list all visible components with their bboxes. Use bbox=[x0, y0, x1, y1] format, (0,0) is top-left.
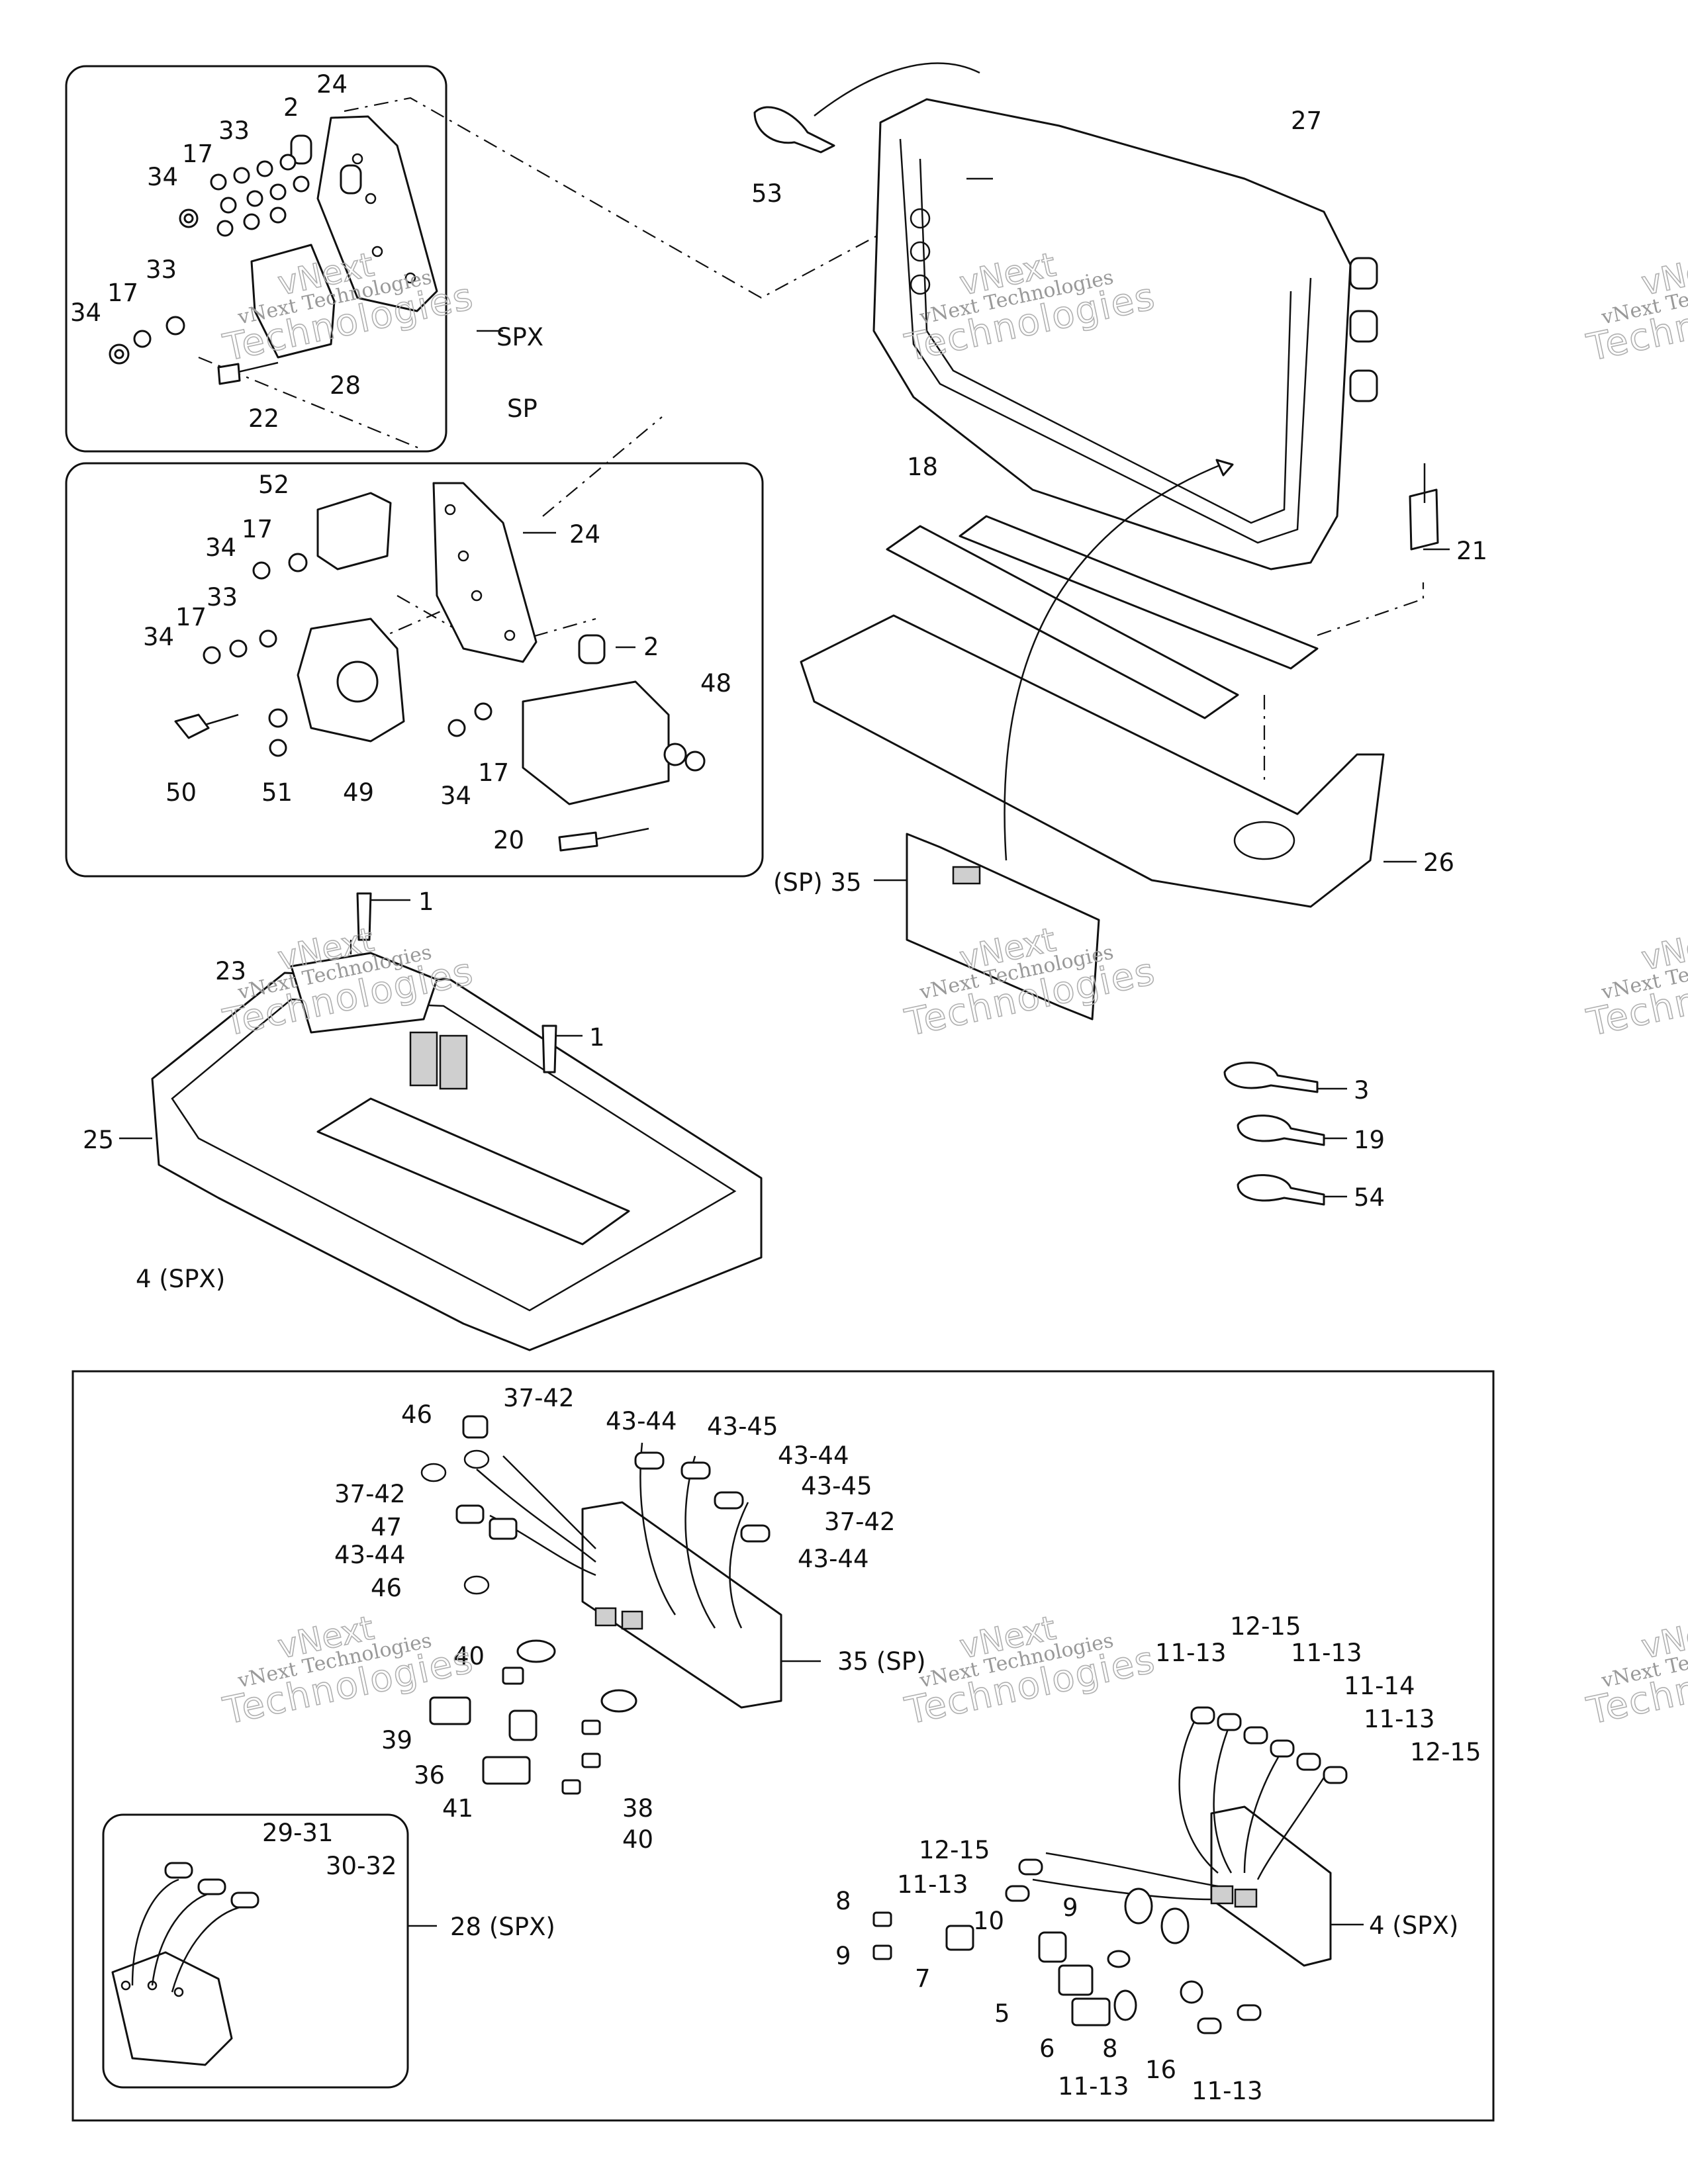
callout-17: 17 bbox=[242, 515, 273, 543]
watermarks: vNext vNext Technologies Technologies vN… bbox=[219, 245, 1688, 1734]
upper-right-parts bbox=[753, 62, 1439, 1021]
callout-12-15: 12-15 bbox=[1230, 1612, 1301, 1641]
callout-37-42: 37-42 bbox=[503, 1384, 575, 1412]
callout-28: 28 bbox=[330, 371, 361, 400]
callout-20: 20 bbox=[493, 826, 524, 854]
callout-sp: SP bbox=[507, 394, 538, 423]
callout-43-44: 43-44 bbox=[606, 1407, 677, 1435]
callout-11-13: 11-13 bbox=[1155, 1639, 1227, 1667]
callout-24: 24 bbox=[569, 520, 600, 549]
harness-35 bbox=[420, 1415, 782, 1795]
callout-12-15: 12-15 bbox=[1410, 1738, 1481, 1766]
callout-35-sp: 35 (SP) bbox=[837, 1647, 926, 1676]
callout-39: 39 bbox=[381, 1726, 412, 1754]
callout-27: 27 bbox=[1291, 107, 1322, 135]
callout-11-13: 11-13 bbox=[897, 1870, 968, 1899]
callout-43-45: 43-45 bbox=[801, 1472, 872, 1500]
callout-10: 10 bbox=[973, 1907, 1004, 1935]
callout-38: 38 bbox=[622, 1794, 653, 1823]
callout-51: 51 bbox=[261, 778, 293, 807]
callout-labels: 24 2 33 17 34 33 17 34 SPX 28 22 SP 52 1… bbox=[70, 70, 1487, 2105]
callout-19: 19 bbox=[1354, 1126, 1385, 1154]
callout-26: 26 bbox=[1423, 848, 1454, 877]
callout-16: 16 bbox=[1145, 2056, 1176, 2084]
base-tray bbox=[151, 892, 763, 1351]
callout-28-spx: 28 (SPX) bbox=[450, 1913, 555, 1941]
callout-34: 34 bbox=[440, 782, 471, 810]
spx-inset-frame bbox=[65, 65, 447, 453]
callout-49: 49 bbox=[343, 778, 374, 807]
callout-37-42: 37-42 bbox=[824, 1508, 896, 1536]
callout-11-13: 11-13 bbox=[1192, 2077, 1263, 2105]
callout-43-44: 43-44 bbox=[798, 1545, 869, 1573]
callout-23: 23 bbox=[215, 957, 246, 985]
callout-40: 40 bbox=[622, 1825, 653, 1854]
harness-section-frame bbox=[71, 1370, 1495, 2122]
callout-8: 8 bbox=[835, 1887, 851, 1915]
callout-2: 2 bbox=[643, 633, 659, 661]
callout-9: 9 bbox=[1062, 1893, 1078, 1922]
callout-8: 8 bbox=[1102, 2034, 1118, 2063]
callout-36: 36 bbox=[414, 1761, 445, 1790]
callout-43-44: 43-44 bbox=[334, 1541, 406, 1569]
callout-1: 1 bbox=[418, 887, 434, 916]
callout-30-32: 30-32 bbox=[326, 1852, 397, 1880]
callout-25: 25 bbox=[83, 1126, 114, 1154]
callout-40: 40 bbox=[453, 1642, 485, 1670]
callout-53: 53 bbox=[751, 179, 782, 208]
callout-17: 17 bbox=[478, 758, 509, 787]
harness-4-spx bbox=[872, 1706, 1348, 2034]
callout-sp-35: (SP) 35 bbox=[773, 868, 862, 897]
callout-34: 34 bbox=[205, 533, 236, 562]
callout-11-13: 11-13 bbox=[1291, 1639, 1362, 1667]
callout-41: 41 bbox=[442, 1794, 473, 1823]
callout-46: 46 bbox=[371, 1574, 402, 1602]
callout-1: 1 bbox=[589, 1023, 605, 1052]
callout-24: 24 bbox=[316, 70, 348, 99]
callout-17: 17 bbox=[107, 279, 138, 307]
callout-11-13: 11-13 bbox=[1058, 2072, 1129, 2101]
callout-22: 22 bbox=[248, 404, 279, 433]
callout-54: 54 bbox=[1354, 1183, 1385, 1212]
callout-34: 34 bbox=[70, 298, 101, 327]
callout-17: 17 bbox=[182, 140, 213, 168]
callout-43-44: 43-44 bbox=[778, 1441, 849, 1470]
sp-inset-parts bbox=[174, 482, 706, 852]
part-28-inset-frame bbox=[102, 1813, 409, 2089]
callout-33: 33 bbox=[218, 116, 250, 145]
callout-46: 46 bbox=[401, 1400, 432, 1429]
callout-9: 9 bbox=[835, 1942, 851, 1970]
callout-17: 17 bbox=[175, 603, 207, 631]
leader-lines bbox=[119, 177, 1450, 1927]
callout-34: 34 bbox=[147, 163, 178, 191]
callout-5: 5 bbox=[994, 1999, 1010, 2028]
callout-6: 6 bbox=[1039, 2034, 1055, 2063]
callout-3: 3 bbox=[1354, 1076, 1370, 1105]
callout-33: 33 bbox=[146, 255, 177, 284]
callout-7: 7 bbox=[915, 1964, 931, 1993]
callout-47: 47 bbox=[371, 1513, 402, 1541]
callout-50: 50 bbox=[165, 778, 197, 807]
callout-4-spx: 4 (SPX) bbox=[1369, 1911, 1458, 1940]
part-28-inset-parts bbox=[111, 1862, 259, 2066]
callout-29-31: 29-31 bbox=[262, 1819, 334, 1847]
callout-11-14: 11-14 bbox=[1344, 1672, 1415, 1700]
callout-52: 52 bbox=[258, 471, 289, 499]
callout-4-spx: 4 (SPX) bbox=[136, 1265, 225, 1293]
spx-inset-parts bbox=[109, 115, 438, 385]
callout-48: 48 bbox=[700, 669, 731, 698]
callout-2: 2 bbox=[283, 93, 299, 122]
callout-11-13: 11-13 bbox=[1364, 1705, 1435, 1733]
callout-18: 18 bbox=[907, 453, 938, 481]
callout-34: 34 bbox=[143, 623, 174, 651]
callout-21: 21 bbox=[1456, 537, 1487, 565]
cable-ties bbox=[1223, 1062, 1325, 1206]
callout-33: 33 bbox=[207, 583, 238, 612]
callout-37-42: 37-42 bbox=[334, 1480, 406, 1508]
callout-43-45: 43-45 bbox=[707, 1412, 778, 1441]
sp-inset-frame bbox=[65, 462, 764, 878]
callout-spx: SPX bbox=[496, 323, 543, 351]
callout-12-15: 12-15 bbox=[919, 1836, 990, 1864]
